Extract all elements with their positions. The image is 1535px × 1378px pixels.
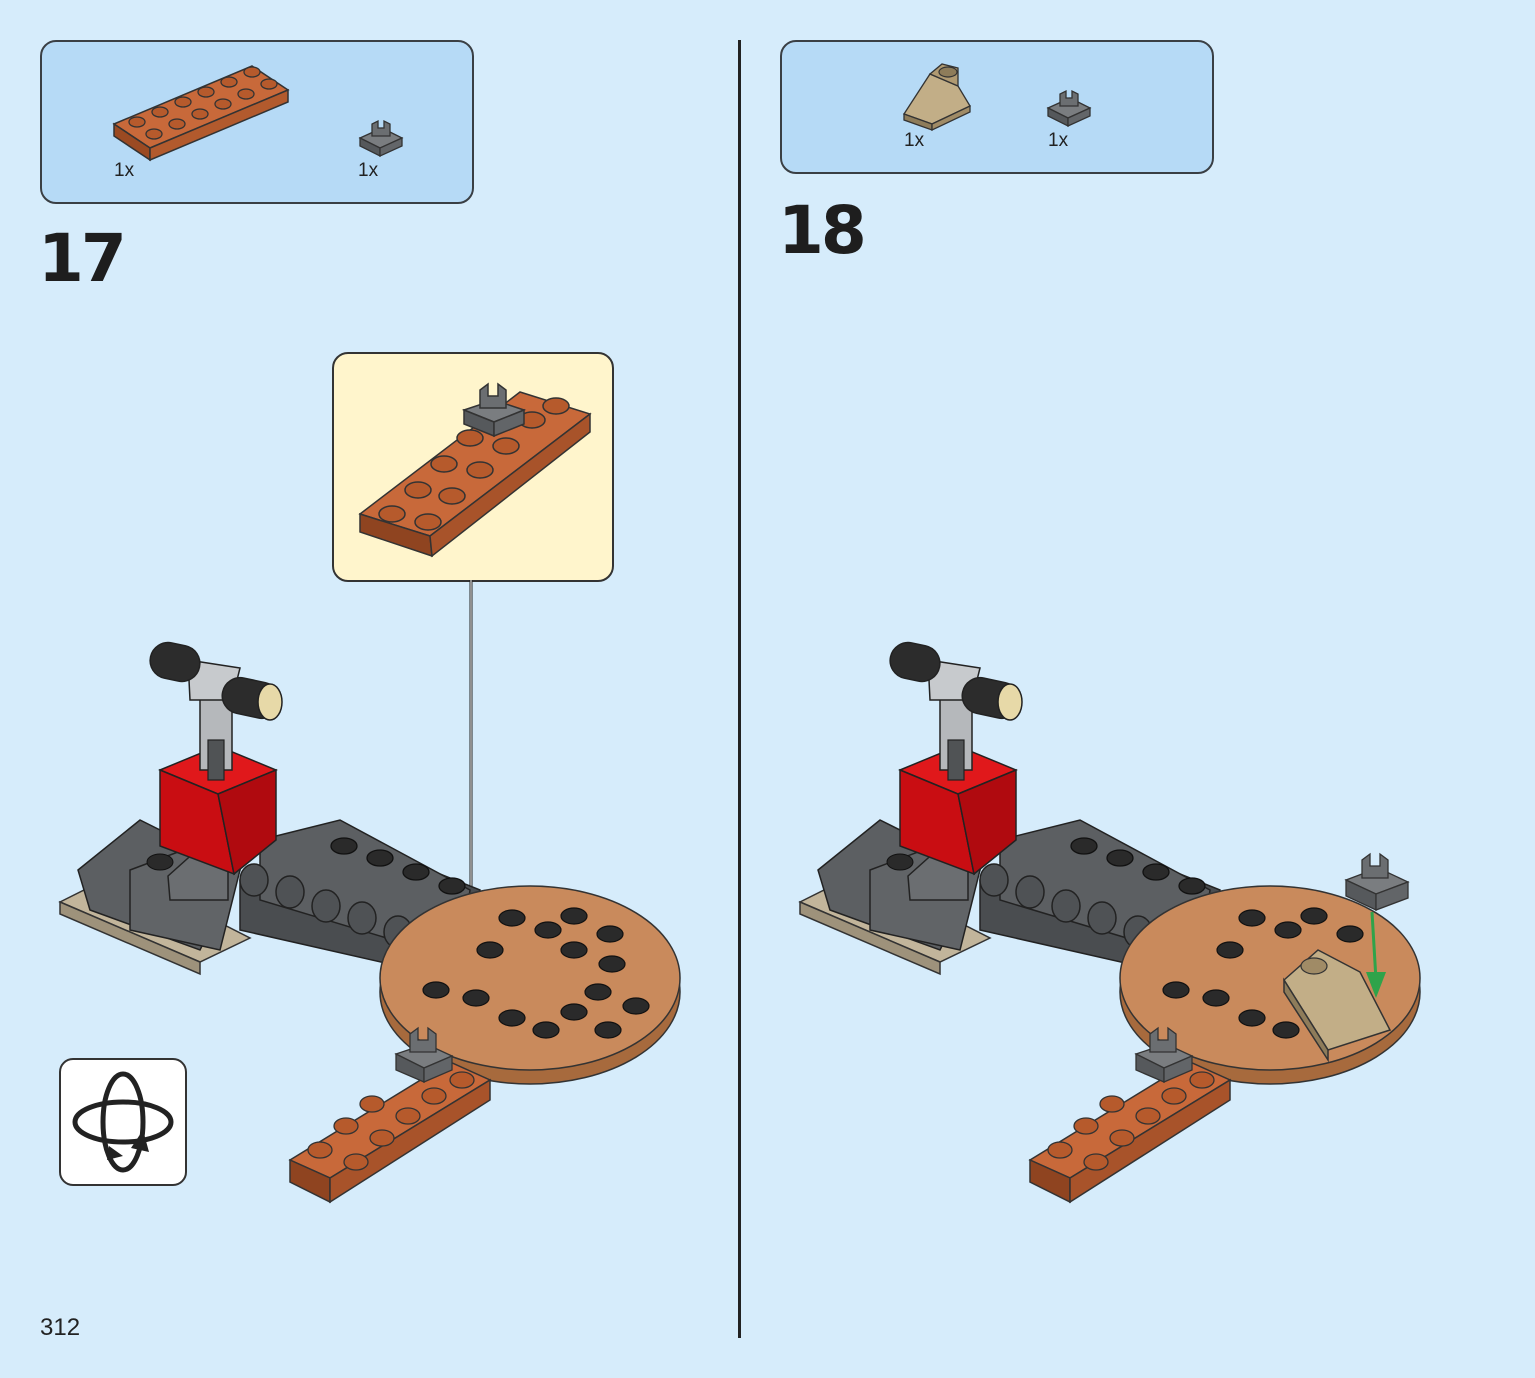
subassembly-callout xyxy=(332,352,614,582)
gray-clip-part xyxy=(1046,89,1092,128)
gray-clip-part xyxy=(358,119,404,158)
step-17-parts-box: 1x 1x xyxy=(40,40,474,204)
step-17-model xyxy=(58,641,681,1204)
page-number: 312 xyxy=(40,1314,81,1341)
tan-slope-part xyxy=(903,63,971,132)
rotate-model-icon xyxy=(72,1071,174,1173)
part-qty: 1x xyxy=(904,130,925,151)
rotate-model-button[interactable] xyxy=(59,1058,187,1186)
part-qty: 1x xyxy=(1048,130,1069,151)
step-number: 17 xyxy=(38,220,127,297)
part-qty: 1x xyxy=(114,160,135,181)
step-number: 18 xyxy=(778,192,867,269)
part-qty: 1x xyxy=(358,160,379,181)
page-divider xyxy=(738,40,741,1338)
step-18-parts-box: 1x 1x xyxy=(780,40,1214,174)
brown-plate-2x6-part xyxy=(112,65,290,162)
callout-subassembly-illustration xyxy=(358,382,592,558)
